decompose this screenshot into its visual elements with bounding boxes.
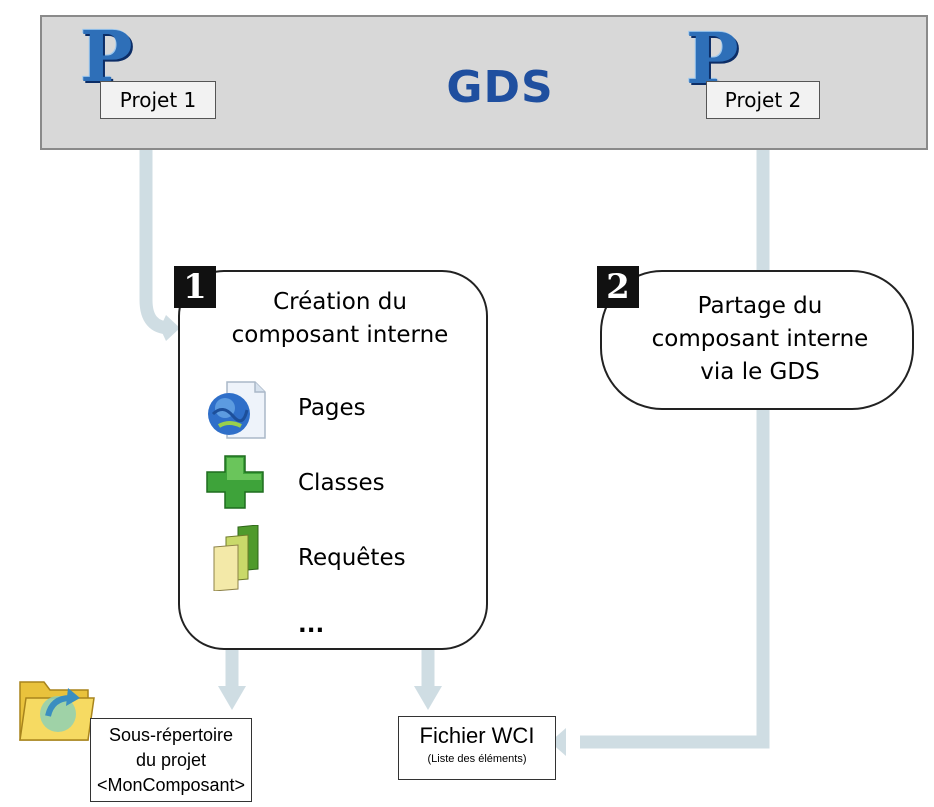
wci-file-box: Fichier WCI (Liste des éléments) bbox=[398, 716, 556, 780]
subfolder-line1: Sous-répertoire bbox=[108, 725, 234, 745]
step2-line2: composant interne bbox=[651, 326, 869, 352]
item-label-requetes: Requêtes bbox=[298, 545, 406, 571]
step1-title-line2: composant interne bbox=[231, 322, 449, 348]
globe-page-icon bbox=[208, 381, 266, 439]
step2-box bbox=[600, 270, 914, 410]
step1-number-badge: 1 bbox=[174, 266, 216, 308]
green-cross-icon bbox=[206, 455, 264, 509]
item-label-pages: Pages bbox=[298, 395, 366, 421]
arrow-projet1-to-step1 bbox=[139, 125, 171, 335]
step2-number-badge: 2 bbox=[597, 266, 639, 308]
step2-line1: Partage du bbox=[697, 293, 823, 319]
query-pages-icon bbox=[213, 525, 259, 591]
arrowhead-wci-top bbox=[414, 686, 442, 710]
arrowhead-wci bbox=[550, 728, 566, 756]
gds-title: GDS bbox=[446, 62, 554, 113]
arrowhead-step1 bbox=[160, 315, 180, 341]
folder-icon bbox=[19, 681, 95, 741]
step2-text: Partage du composant interne via le GDS bbox=[620, 290, 900, 389]
step2-line3: via le GDS bbox=[700, 359, 820, 385]
subfolder-line2: du projet bbox=[135, 750, 207, 770]
projet1-logo-icon: P bbox=[80, 15, 133, 98]
subfolder-label-box: Sous-répertoire du projet <MonComposant> bbox=[90, 718, 252, 802]
projet1-label: Projet 1 bbox=[100, 81, 216, 119]
projet2-label: Projet 2 bbox=[706, 81, 820, 119]
step1-title: Création du composant interne bbox=[210, 286, 470, 352]
subfolder-line3: <MonComposant> bbox=[96, 775, 246, 795]
arrowhead-subfolder bbox=[218, 686, 246, 710]
wci-file-title: Fichier WCI bbox=[419, 723, 535, 748]
step1-more-ellipsis: ... bbox=[298, 612, 325, 638]
wci-file-subtitle: (Liste des éléments) bbox=[427, 753, 527, 765]
item-label-classes: Classes bbox=[298, 470, 385, 496]
arrow-projet2-to-wci bbox=[580, 125, 770, 749]
step1-title-line1: Création du bbox=[273, 289, 407, 315]
